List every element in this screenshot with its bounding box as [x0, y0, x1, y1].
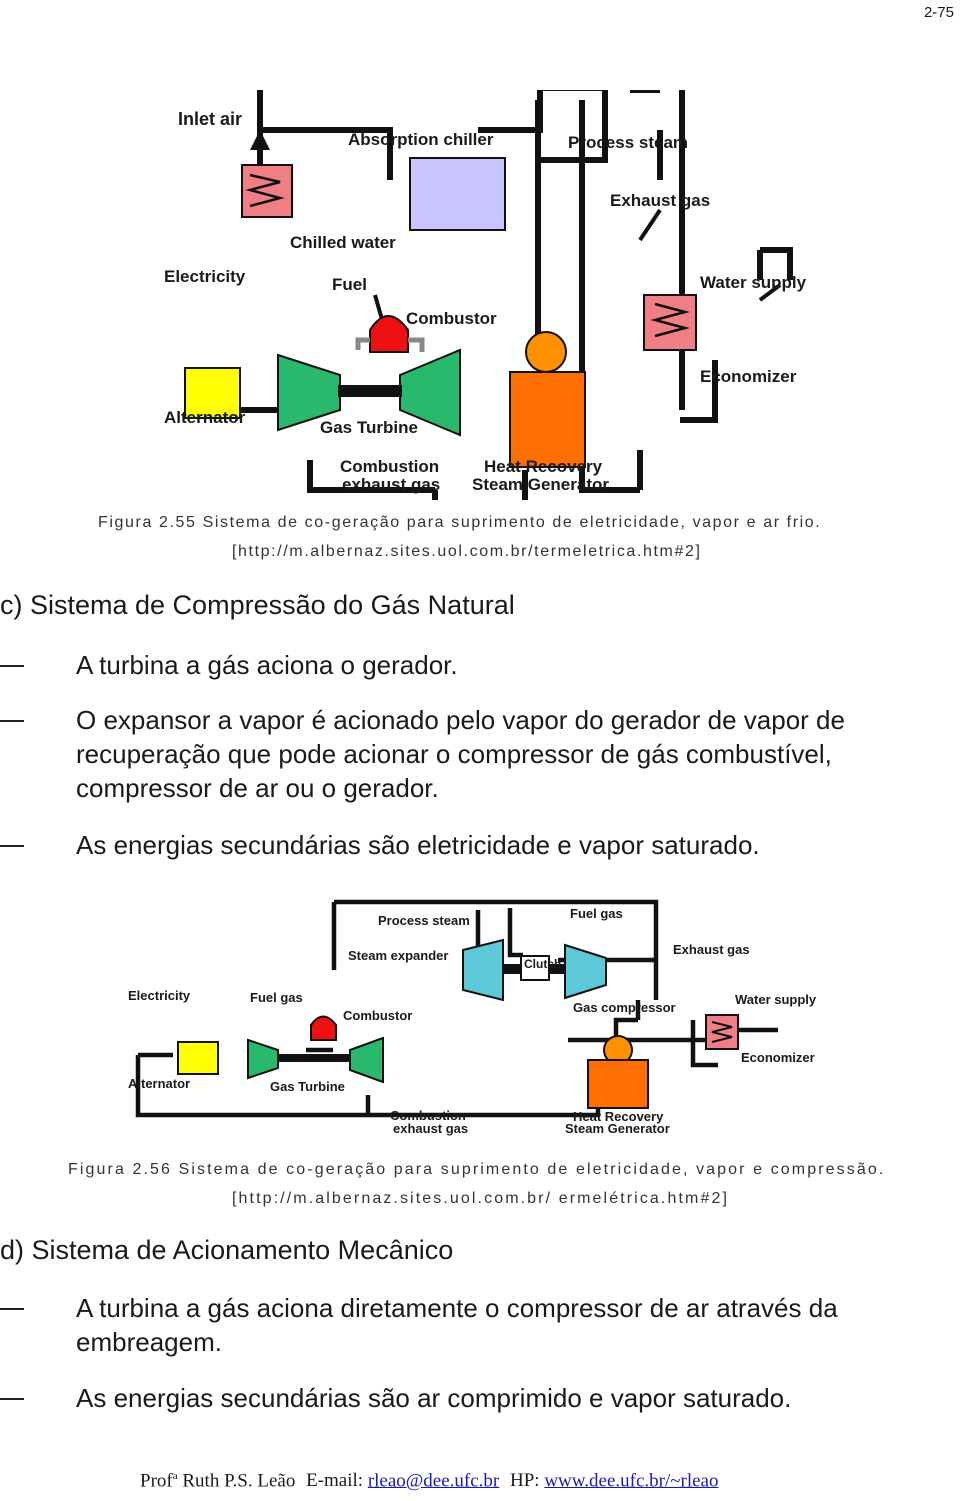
footer-email-link[interactable]: rleao@dee.ufc.br — [367, 1470, 500, 1492]
label-process-steam-2: Process steam — [378, 913, 470, 928]
label-combustion-1: Combustion — [340, 457, 439, 476]
combustor-shape — [369, 315, 409, 353]
page-number: 2-75 — [923, 4, 954, 21]
section-c-bullet-1: A turbina a gás aciona o gerador. — [0, 648, 960, 682]
bullet-dash — [0, 665, 24, 667]
gas-turbine-expander — [399, 348, 461, 437]
hrsg-box-2 — [587, 1059, 649, 1109]
label-gas-turbine: Gas Turbine — [320, 418, 418, 437]
combustor-shape-2 — [310, 1015, 337, 1041]
label-fuel-gas: Fuel gas — [250, 990, 303, 1005]
label-hrsg-2: Steam Generator — [472, 475, 609, 494]
figure2-caption: Figura 2.56 Sistema de co-geração para s… — [68, 1161, 886, 1178]
figure1-caption: Figura 2.55 Sistema de co-geração para s… — [98, 514, 822, 531]
section-c-heading: c) Sistema de Compressão do Gás Natural — [0, 590, 515, 620]
section-c-bullet-3: As energias secundárias são eletricidade… — [0, 828, 960, 862]
footer-author-prefix: Prof — [140, 1470, 173, 1492]
label-economizer-2: Economizer — [741, 1050, 815, 1065]
gas-compressor — [564, 943, 607, 1000]
label-gas-turbine-2: Gas Turbine — [270, 1079, 345, 1094]
inlet-air-arrow — [250, 130, 270, 150]
label-electricity: Electricity — [164, 267, 246, 286]
alternator-box — [184, 367, 241, 419]
label-economizer: Economizer — [700, 367, 797, 386]
footer-homepage-link[interactable]: www.dee.ufc.br/~rleao — [544, 1470, 719, 1492]
gas-turbine-expander-2 — [349, 1036, 384, 1084]
label-water-supply: Water supply — [700, 273, 807, 292]
bullet-dash — [0, 1398, 24, 1400]
label-clutch: Clutch — [524, 957, 561, 971]
footer-hp-label: HP: — [510, 1470, 540, 1492]
label-alternator: Alternator — [164, 408, 246, 427]
label-combustion-2: exhaust gas — [342, 475, 440, 494]
footer-author-name: Ruth P.S. Leão — [182, 1470, 296, 1492]
gas-turbine-compressor-2 — [247, 1038, 279, 1080]
label-water-supply-2: Water supply — [735, 992, 817, 1007]
label-hrsg-2a: Heat Recovery — [573, 1109, 664, 1124]
figure1-piping — [200, 90, 793, 500]
section-c-bullet-2: O expansor a vapor é acionado pelo vapor… — [0, 703, 960, 805]
label-inlet-air: Inlet air — [178, 109, 242, 129]
hrsg-drum — [525, 331, 567, 373]
label-hrsg-2b: Steam Generator — [565, 1121, 670, 1136]
label-combustor: Combustor — [406, 309, 497, 328]
footer-author-sup: a — [172, 1470, 178, 1482]
gas-turbine-compressor — [277, 353, 341, 432]
label-combustion-2b: exhaust gas — [393, 1121, 468, 1136]
section-d-heading: d) Sistema de Acionamento Mecânico — [0, 1235, 454, 1265]
label-combustion-2a: Combustion — [390, 1108, 466, 1123]
bullet-dash — [0, 1308, 24, 1310]
figure2-source: [http://m.albernaz.sites.uol.com.br/ erm… — [232, 1190, 729, 1207]
label-fuel-gas-top: Fuel gas — [570, 906, 623, 921]
label-exhaust-gas: Exhaust gas — [610, 191, 710, 210]
alternator-box-2 — [177, 1041, 219, 1075]
figure2-piping — [135, 899, 778, 1118]
figure-gas-compression-system: Process steam Fuel gas Steam expander Cl… — [128, 899, 817, 1136]
economizer-box-2 — [705, 1014, 739, 1050]
bullet-dash — [0, 845, 24, 847]
label-process-steam: Process steam — [568, 133, 688, 152]
hrsg-box — [509, 371, 586, 468]
label-electricity-2: Electricity — [128, 988, 191, 1003]
label-chilled-water: Chilled water — [290, 233, 396, 252]
label-alternator-2: Alternator — [128, 1076, 190, 1091]
label-gas-compressor: Gas compressor — [573, 1000, 676, 1015]
label-fuel: Fuel — [332, 275, 367, 294]
figure1-source: [http://m.albernaz.sites.uol.com.br/term… — [232, 543, 702, 560]
economizer-box — [643, 294, 697, 351]
steam-expander — [462, 938, 504, 1002]
label-combustor-2: Combustor — [343, 1008, 412, 1023]
section-d-bullet-2: As energias secundárias são ar comprimid… — [0, 1381, 960, 1415]
section-d-bullet-1: A turbina a gás aciona diretamente o com… — [0, 1291, 960, 1359]
label-exhaust-gas-2: Exhaust gas — [673, 942, 750, 957]
label-steam-expander: Steam expander — [348, 948, 448, 963]
absorption-chiller — [409, 157, 506, 231]
label-absorption-chiller: Absorption chiller — [348, 130, 494, 149]
page-footer: Profa Ruth P.S. Leão E-mail: rleao@dee.u… — [140, 1470, 719, 1492]
label-hrsg-1: Heat Recovery — [484, 457, 603, 476]
footer-email-label: E-mail: — [306, 1470, 364, 1492]
figure-cogeneration-chiller: Inlet air Absorption chiller Process ste… — [164, 90, 807, 500]
bullet-dash — [0, 720, 24, 722]
